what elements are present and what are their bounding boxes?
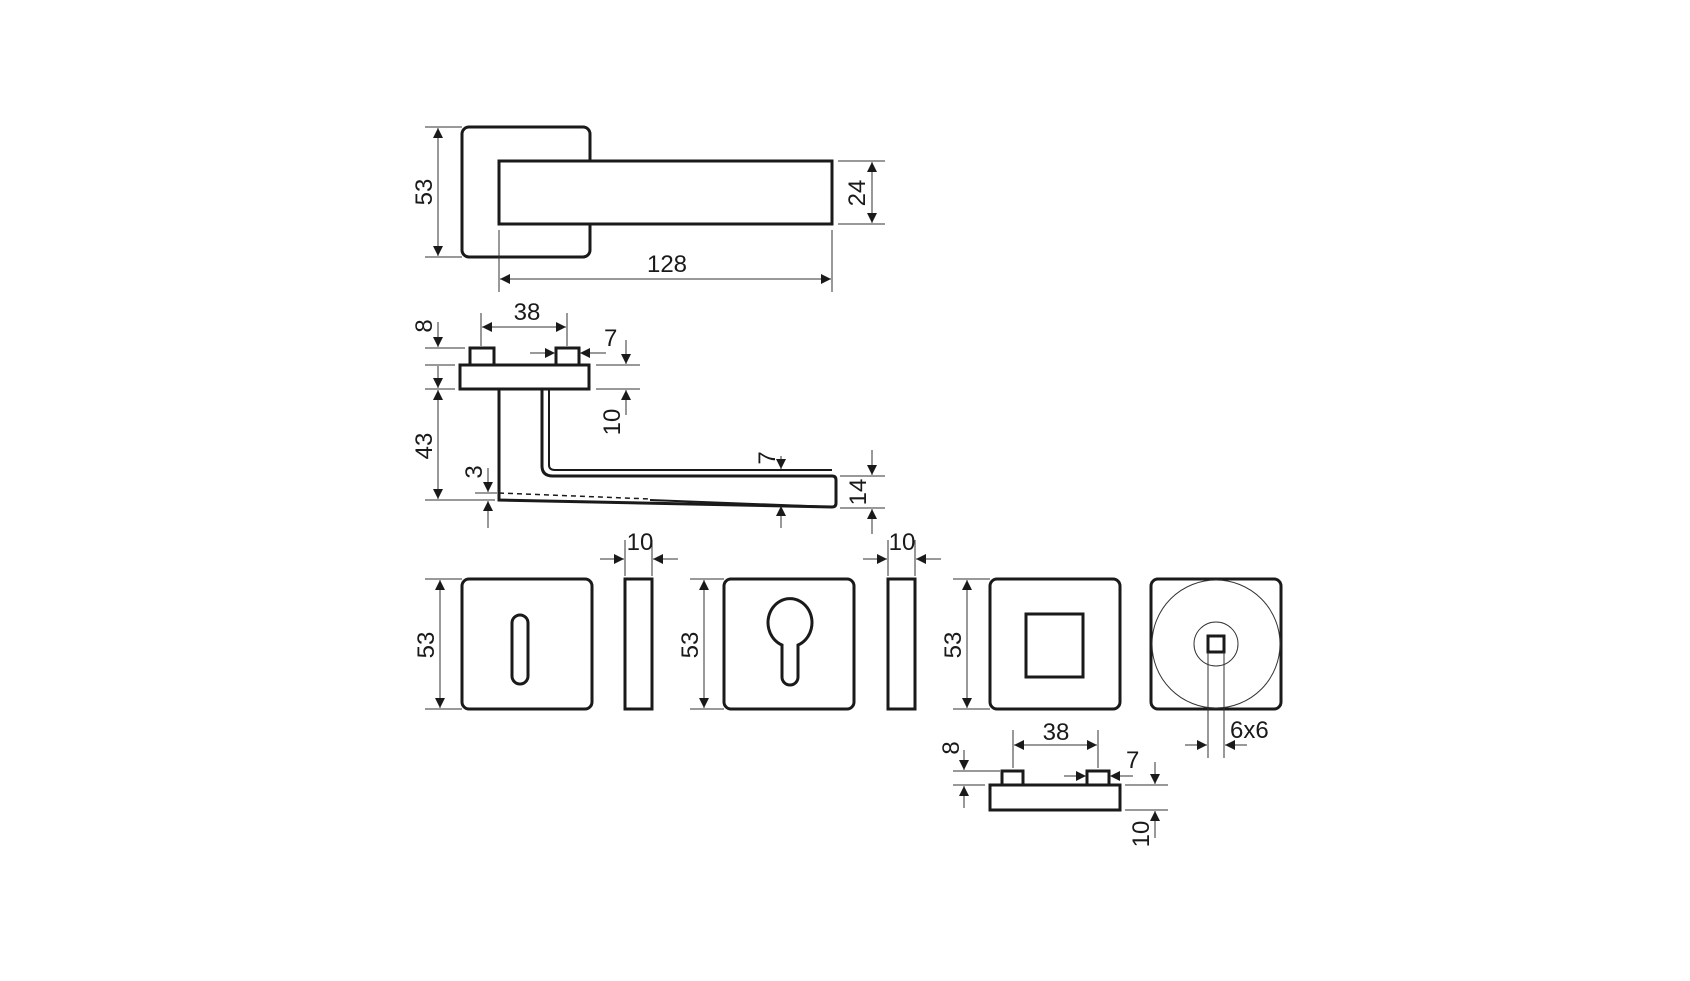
lever-top-view: 53 24 128 <box>411 125 885 292</box>
dim-label: 53 <box>940 632 967 659</box>
cylinder-cutout <box>766 597 814 687</box>
dim-pin-spacing: 38 <box>480 299 568 346</box>
dim-plate-thickness: 10 <box>596 340 640 435</box>
spindle-square <box>1206 634 1226 654</box>
dim-label: 10 <box>889 529 916 556</box>
rose-side <box>886 577 917 711</box>
euro-profile-rose: 53 10 <box>677 529 941 711</box>
dim-label: 10 <box>1128 821 1155 848</box>
dim-label: 128 <box>647 251 687 278</box>
dim-lever-drop: 3 <box>461 465 497 528</box>
dim-lever-projection: 43 <box>411 366 495 501</box>
pin <box>554 346 581 367</box>
lever-inner-line <box>548 389 832 471</box>
dim-label: 6x6 <box>1230 717 1269 744</box>
dim-rose-height: 53 <box>411 126 462 258</box>
dim-pin-height: 8 <box>411 319 465 366</box>
key-rose: 53 10 <box>413 529 678 711</box>
dim-lever-wall: 7 <box>754 451 786 528</box>
rose-side <box>623 577 654 711</box>
rose-side-view: 38 7 8 10 <box>938 719 1168 847</box>
hidden-line <box>498 492 651 500</box>
dim-label: 7 <box>754 451 781 464</box>
dim-label: 38 <box>1043 719 1070 746</box>
dim-label: 53 <box>411 179 438 206</box>
pin <box>1085 769 1111 787</box>
dim-label: 7 <box>1126 747 1139 774</box>
inner-circle <box>1193 621 1239 667</box>
lever-profile <box>497 389 838 509</box>
dim-label: 43 <box>411 433 438 460</box>
dim-label: 53 <box>413 632 440 659</box>
keyhole <box>510 613 530 686</box>
lever-side-view: 38 7 8 10 43 3 7 14 <box>411 299 885 534</box>
dim-lever-length: 128 <box>498 230 833 292</box>
base-plate <box>988 783 1122 812</box>
dim-label: 3 <box>461 465 488 478</box>
wc-rose: 6x6 <box>1149 577 1283 758</box>
square-window <box>1024 612 1085 679</box>
dim-label: 14 <box>845 479 872 506</box>
dim-lever-end-height: 14 <box>840 450 885 534</box>
pin <box>468 346 496 367</box>
dim-lever-height: 24 <box>838 160 885 225</box>
lever-outline <box>497 159 834 226</box>
base-plate <box>458 363 591 391</box>
blind-rose: 53 <box>940 577 1122 711</box>
dim-label: 53 <box>677 632 704 659</box>
dim-label: 8 <box>411 319 438 332</box>
dim-label: 10 <box>599 409 626 436</box>
dim-pin-width: 7 <box>530 325 617 358</box>
pin <box>1000 769 1025 787</box>
dim-label: 7 <box>604 325 617 352</box>
dim-label: 24 <box>844 180 871 207</box>
dim-label: 8 <box>938 741 965 754</box>
outer-circle <box>1151 579 1281 709</box>
dim-label: 38 <box>514 299 541 326</box>
dim-label: 10 <box>627 529 654 556</box>
